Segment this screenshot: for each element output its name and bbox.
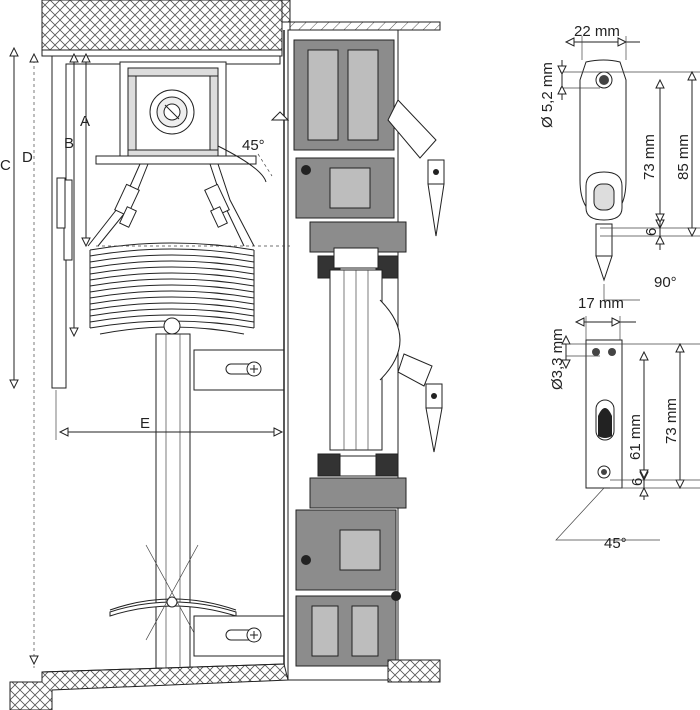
wall-bracket-upper xyxy=(193,349,285,391)
bracket-top-width: 22 mm xyxy=(574,23,620,40)
window-frame-profile xyxy=(287,29,407,681)
bracket-bottom-width: 17 mm xyxy=(578,295,624,312)
wall-lintel xyxy=(41,0,441,57)
label-b: B xyxy=(64,135,74,152)
bracket-top-detail xyxy=(557,36,700,301)
bracket-top-h73: 73 mm xyxy=(641,134,658,180)
hinge-hardware-lower xyxy=(397,353,443,453)
guide-rail xyxy=(109,333,237,669)
bracket-top-hole-dia: Ø 5,2 mm xyxy=(539,62,556,128)
bracket-top-h6: 6 xyxy=(643,228,660,236)
bracket-bottom-h73: 73 mm xyxy=(663,398,680,444)
dimension-lines-main xyxy=(9,46,290,668)
cable-pulleys xyxy=(87,163,255,247)
label-e: E xyxy=(140,415,150,432)
label-angle-45-main: 45° xyxy=(242,137,265,154)
bracket-bottom-h6: 6 xyxy=(629,478,646,486)
hinge-hardware-upper xyxy=(387,99,445,237)
label-d: D xyxy=(22,149,33,166)
bracket-bottom-detail xyxy=(555,316,700,541)
wall-bracket-lower xyxy=(193,615,285,657)
bracket-top-h85: 85 mm xyxy=(675,134,692,180)
bracket-bottom-h61: 61 mm xyxy=(627,414,644,460)
label-a: A xyxy=(80,113,90,130)
roller-drum xyxy=(95,61,257,165)
bracket-bottom-angle: 45° xyxy=(604,535,627,552)
bracket-top-angle: 90° xyxy=(654,274,677,291)
bracket-bottom-hole-dia: Ø3,3 mm xyxy=(549,328,566,390)
window-sill xyxy=(9,659,441,710)
shutter-box xyxy=(51,55,281,389)
rolled-curtain xyxy=(89,242,255,335)
label-c: C xyxy=(0,157,11,174)
